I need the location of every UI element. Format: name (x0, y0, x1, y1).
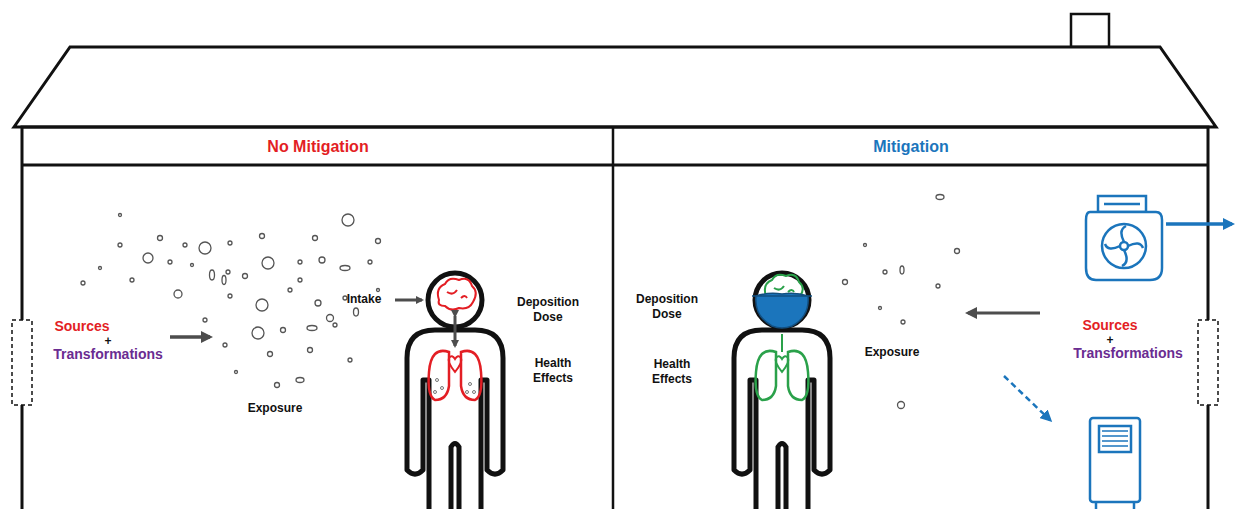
dose-label: Deposition Dose (509, 295, 587, 325)
source-label: Sources (1082, 317, 1137, 335)
exposure-label: Exposure (865, 345, 920, 360)
intake-label: Intake (347, 292, 382, 307)
transformation-label: Transformations (1073, 345, 1183, 363)
transformation-label: Transformations (53, 346, 163, 364)
panel-header: Mitigation (615, 129, 1207, 164)
source-label: Sources (54, 318, 109, 336)
dose-label: Deposition Dose (628, 292, 706, 322)
health-label: Health Effects (514, 356, 592, 386)
panel-title: No Mitigation (267, 138, 368, 156)
health-label: Health Effects (633, 357, 711, 387)
panel-header: No Mitigation (24, 129, 612, 164)
exposure-label: Exposure (248, 401, 303, 416)
panel-title: Mitigation (873, 138, 949, 156)
